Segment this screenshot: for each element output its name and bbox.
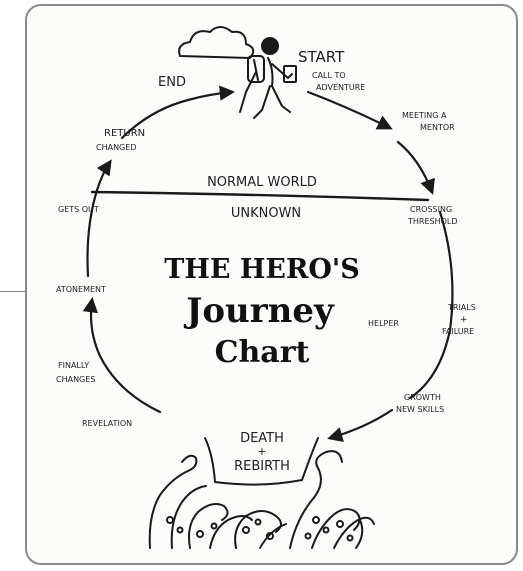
arc-revelation-up [82,296,162,414]
label-growth-1: GROWTH [404,393,441,402]
label-atonement: ATONEMENT [56,285,106,294]
label-trials-1: TRIALS [447,303,476,312]
label-gets-out: GETS OUT [58,205,99,214]
label-mentor-1: MEETING A [402,111,447,120]
cloud-icon [178,26,255,59]
hiker-figure-icon [239,37,297,119]
title-line-1: THE HERO'S [164,254,359,285]
label-death-3: REBIRTH [234,459,290,474]
label-call-2: ADVENTURE [316,83,365,92]
arc-growth-to-death [327,408,394,443]
title-line-3: Chart [215,335,310,370]
label-growth-2: NEW SKILLS [396,405,444,414]
label-helper: HELPER [368,319,399,328]
label-call-1: CALL TO [312,71,346,80]
label-start: START [298,48,345,66]
label-return-2: CHANGED [96,143,136,152]
label-normal-world: NORMAL WORLD [207,175,317,190]
label-trials-3: FAILURE [442,327,474,336]
label-revelation: REVELATION [82,419,132,428]
label-death-2: + [257,445,266,458]
world-divider-line [90,190,430,202]
diagram-frame [25,4,518,565]
arc-threshold-to-growth [408,210,454,400]
label-return-1: RETURN [104,128,145,139]
connector-line [0,291,27,292]
title-line-2: Journey [183,291,335,331]
label-unknown: UNKNOWN [231,206,301,221]
label-trials-2: + [460,315,468,325]
label-end: END [158,75,186,90]
label-mentor-2: MENTOR [420,123,455,132]
arc-return-to-end [120,85,236,140]
arc-mentor-to-threshold [396,140,435,195]
arc-death-bridge [204,437,319,486]
tentacles-icon [148,450,375,549]
label-threshold-1: CROSSING [410,205,452,214]
label-death-1: DEATH [240,431,284,446]
arc-start-to-mentor [306,90,393,130]
label-finally-2: CHANGES [56,375,95,384]
label-threshold-2: THRESHOLD [407,217,458,226]
arc-atonement-up [86,159,112,278]
label-finally-1: FINALLY [58,361,89,370]
